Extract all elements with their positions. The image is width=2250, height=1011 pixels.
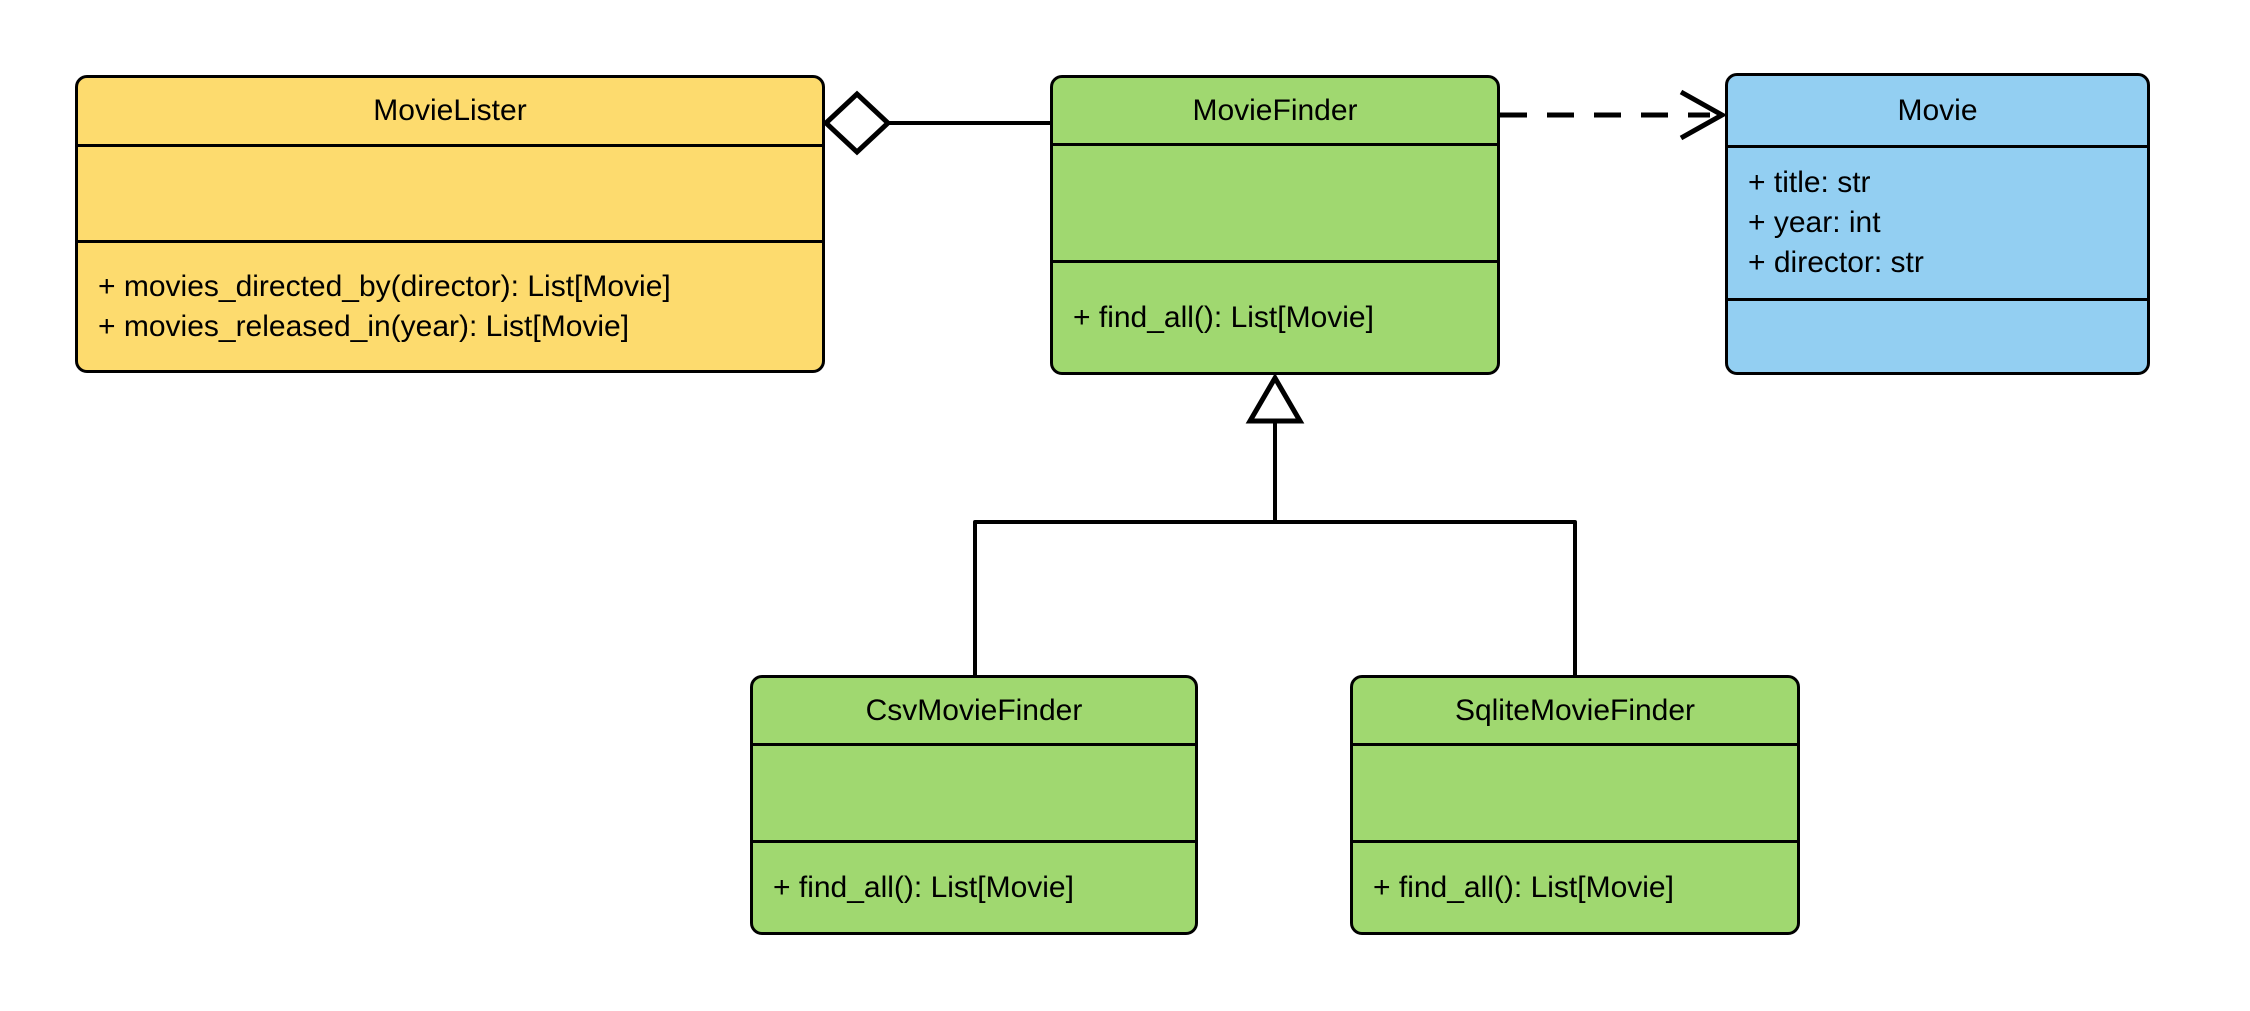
dependency-arrowhead-icon bbox=[1679, 89, 1728, 141]
inheritance-connector bbox=[973, 373, 1577, 677]
class-moviefinder-title: MovieFinder bbox=[1053, 78, 1497, 146]
attribute-item: + director: str bbox=[1748, 246, 1924, 279]
class-movie-methods bbox=[1728, 301, 2147, 372]
method-item: + find_all(): List[Movie] bbox=[773, 870, 1074, 904]
class-movielister: MovieLister + movies_directed_by(directo… bbox=[75, 75, 825, 373]
inheritance-triangle-icon bbox=[1245, 373, 1305, 424]
method-item: + find_all(): List[Movie] bbox=[1373, 870, 1674, 904]
class-movie-attributes: + title: str + year: int + director: str bbox=[1728, 148, 2147, 301]
aggregation-diamond-icon bbox=[822, 90, 892, 156]
class-csvmoviefinder-methods: + find_all(): List[Movie] bbox=[753, 843, 1195, 932]
class-movie: Movie + title: str + year: int + directo… bbox=[1725, 73, 2150, 375]
method-item: + movies_released_in(year): List[Movie] bbox=[98, 309, 630, 343]
class-moviefinder-methods: + find_all(): List[Movie] bbox=[1053, 263, 1497, 372]
class-moviefinder: MovieFinder + find_all(): List[Movie] bbox=[1050, 75, 1500, 375]
class-movielister-title: MovieLister bbox=[78, 78, 822, 147]
attribute-item: + year: int bbox=[1748, 206, 1881, 239]
class-csvmoviefinder-title: CsvMovieFinder bbox=[753, 678, 1195, 746]
class-moviefinder-attributes bbox=[1053, 146, 1497, 263]
aggregation-connector bbox=[822, 90, 1050, 156]
dependency-connector bbox=[1500, 89, 1728, 141]
class-sqlitemoviefinder-methods: + find_all(): List[Movie] bbox=[1353, 843, 1797, 932]
class-movielister-methods: + movies_directed_by(director): List[Mov… bbox=[78, 243, 822, 370]
method-item: + find_all(): List[Movie] bbox=[1073, 300, 1374, 334]
class-movie-title: Movie bbox=[1728, 76, 2147, 148]
class-sqlitemoviefinder-title: SqliteMovieFinder bbox=[1353, 678, 1797, 746]
class-csvmoviefinder-attributes bbox=[753, 746, 1195, 843]
class-movielister-attributes bbox=[78, 147, 822, 243]
class-sqlitemoviefinder: SqliteMovieFinder + find_all(): List[Mov… bbox=[1350, 675, 1800, 935]
class-csvmoviefinder: CsvMovieFinder + find_all(): List[Movie] bbox=[750, 675, 1198, 935]
method-item: + movies_directed_by(director): List[Mov… bbox=[98, 269, 671, 303]
class-sqlitemoviefinder-attributes bbox=[1353, 746, 1797, 843]
attribute-item: + title: str bbox=[1748, 166, 1871, 199]
